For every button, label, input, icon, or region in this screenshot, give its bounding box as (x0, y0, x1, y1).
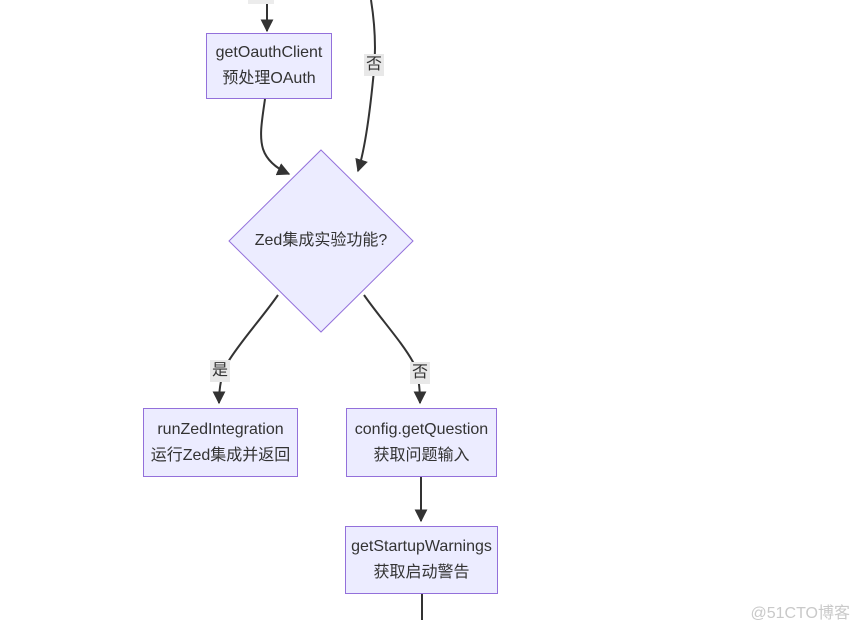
edge-oauth-to-decision (260, 98, 291, 176)
node-title: getOauthClient (215, 44, 323, 61)
edge-label-yes: 是 (209, 360, 231, 382)
node-run-zed-integration: runZedIntegration 运行Zed集成并返回 (143, 408, 298, 477)
edge-decision-no-to-question (363, 294, 427, 405)
watermark-51cto: @51CTO博客 (750, 605, 850, 622)
node-title: runZedIntegration (157, 420, 284, 438)
edge-top-no-to-decision (355, 0, 376, 173)
decision-diamond-shape (228, 149, 414, 333)
edge-decision-yes-to-runzed (212, 294, 279, 405)
edge-label-no-top: 否 (363, 54, 385, 76)
clipped-edge-label (248, 0, 274, 4)
node-subtitle: 获取问题输入 (373, 446, 470, 464)
edge-label-no: 否 (409, 362, 431, 384)
node-subtitle: 运行Zed集成并返回 (150, 446, 291, 464)
node-title: getStartupWarnings (351, 538, 492, 555)
node-subtitle: 预处理OAuth (222, 70, 316, 87)
node-decision-label: Zed集成实验功能? (254, 232, 388, 249)
node-config-get-question: config.getQuestion 获取问题输入 (346, 408, 497, 477)
node-get-oauth-client: getOauthClient 预处理OAuth (206, 33, 332, 99)
node-title: config.getQuestion (354, 420, 489, 438)
node-get-startup-warnings: getStartupWarnings 获取启动警告 (345, 526, 498, 594)
node-subtitle: 获取启动警告 (373, 564, 470, 581)
